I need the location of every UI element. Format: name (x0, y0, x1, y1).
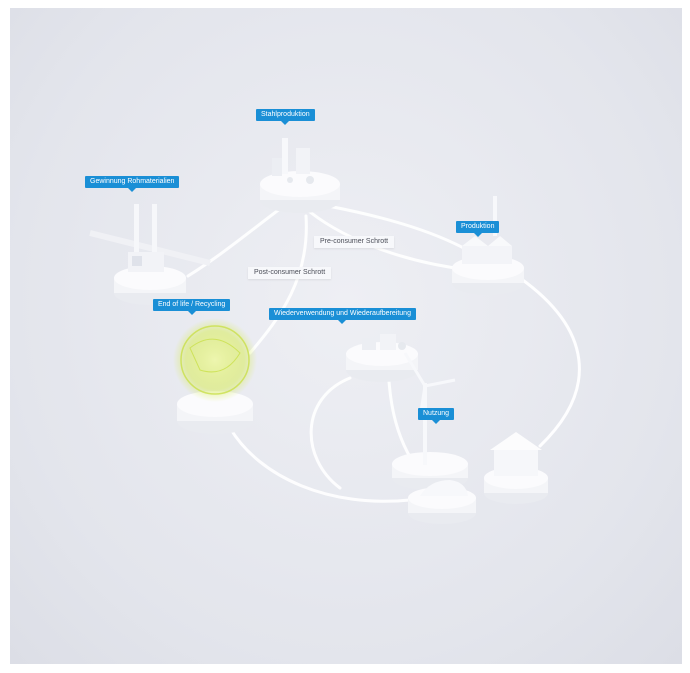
station-wiederverwendung (346, 334, 418, 382)
label-produktion: Produktion (456, 221, 500, 237)
station-stahlproduktion (260, 138, 340, 213)
path-nutzung-recycling (228, 426, 412, 503)
flow-label-post-consumer: Post-consumer Schrott (248, 267, 332, 279)
label-nutzung: Nutzung (418, 408, 455, 424)
path-pre-consumer (308, 210, 472, 272)
station-gewinnung (89, 204, 211, 305)
path-gewinnung-stahl (186, 201, 290, 278)
path-post-consumer (248, 214, 308, 355)
station-nutzung (392, 352, 548, 524)
flow-label-pre-consumer: Pre-consumer Schrott (314, 236, 395, 248)
lifecycle-illustration (89, 138, 581, 524)
path-wiederverwendung-loop (309, 376, 352, 490)
station-recycling (173, 318, 257, 434)
label-stahlproduktion: Stahlproduktion (256, 109, 315, 125)
label-gewinnung: Gewinnung Rohmaterialien (85, 176, 180, 192)
station-produktion (452, 196, 524, 295)
label-wiederverwendung: Wiederverwendung und Wiederaufbereitung (269, 308, 416, 324)
label-end-of-life: End of life / Recycling (153, 299, 231, 315)
path-produktion-nutzung (518, 276, 581, 448)
diagram-canvas: Stahlproduktion Gewinnung Rohmaterialien… (10, 8, 682, 664)
